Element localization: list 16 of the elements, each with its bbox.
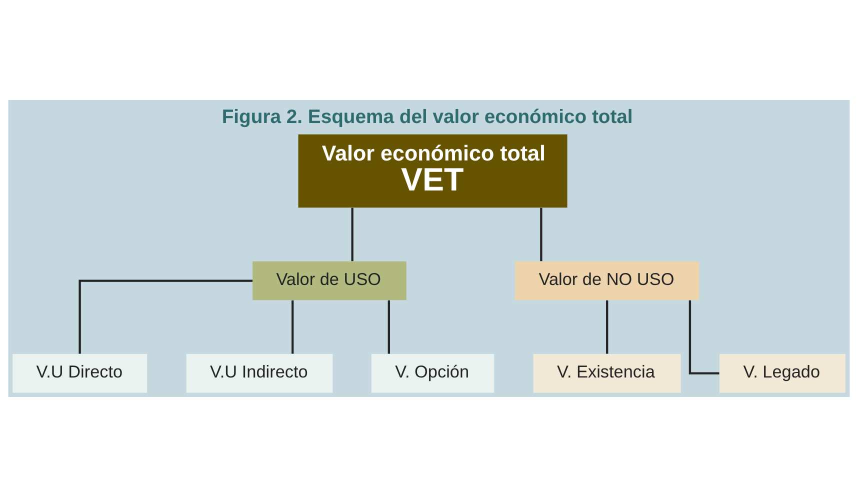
- diagram-title: Figura 2. Esquema del valor económico total: [222, 106, 633, 128]
- connector: [292, 300, 294, 354]
- node-box: Valor de USO: [252, 260, 406, 300]
- connector: [688, 300, 720, 374]
- connector: [351, 207, 354, 261]
- connector: [388, 300, 390, 354]
- connector: [78, 279, 253, 354]
- node-box: V. Existencia: [533, 353, 681, 392]
- node-box: V. Legado: [720, 353, 846, 392]
- node-box: V. Opción: [371, 353, 494, 392]
- node-box: Valor de NO USO: [515, 260, 700, 300]
- node-box: Valor económico total VET: [298, 134, 568, 208]
- node-box: V.U Directo: [12, 353, 148, 392]
- node-box: V.U Indirecto: [186, 353, 333, 392]
- connector: [540, 207, 542, 261]
- connector: [606, 300, 608, 354]
